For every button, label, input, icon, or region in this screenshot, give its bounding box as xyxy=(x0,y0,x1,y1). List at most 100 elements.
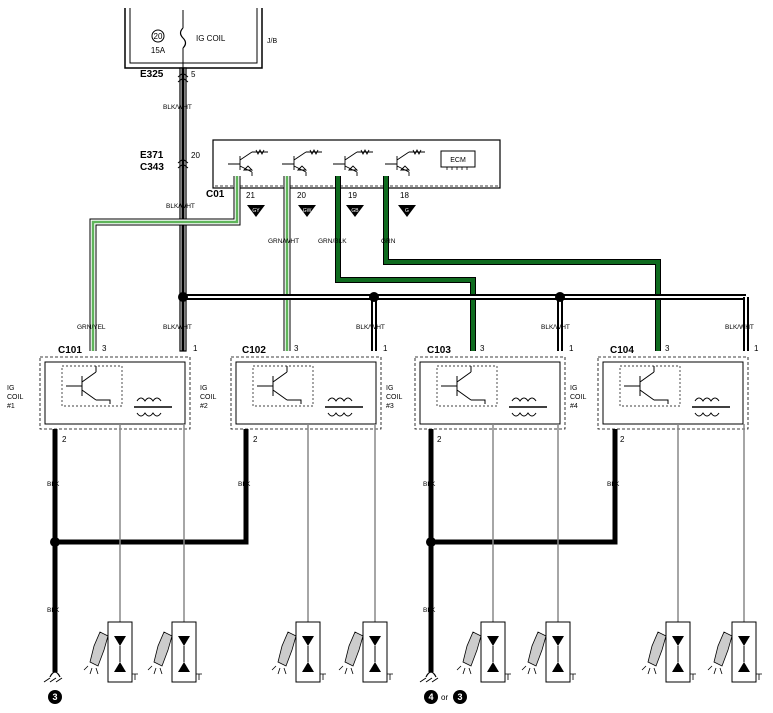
ignition-coil-1 xyxy=(39,356,191,430)
coil1-sub: COIL xyxy=(7,394,23,401)
fuse-name: IG COIL xyxy=(196,34,226,43)
wire-label-ground-5: BLK xyxy=(47,607,60,614)
coil1-pin-signal: 3 xyxy=(102,344,107,353)
ground-ref-or: or xyxy=(441,693,448,702)
power-bus xyxy=(178,292,749,351)
wire-label-ground-6: BLK xyxy=(423,607,436,614)
connector-c01: C01 xyxy=(206,189,225,200)
signal-wire-coil-1 xyxy=(89,176,241,351)
spark-plug-2 xyxy=(147,621,202,683)
ground-ref-right-a: 4 xyxy=(428,692,433,702)
coil4-pin-signal: 3 xyxy=(665,344,670,353)
connector-c102: C102 xyxy=(242,345,266,356)
spark-plug-leads xyxy=(119,424,745,622)
coil1-pin-power: 1 xyxy=(193,344,198,353)
coil4-pin-power: 1 xyxy=(754,344,759,353)
fuse-rating: 15A xyxy=(151,46,166,55)
ignition-coil-3 xyxy=(414,356,566,430)
spark-plug-icon xyxy=(713,631,733,667)
wire-label-coil4-feed: BLK/WHT xyxy=(725,324,754,331)
connector-e371: E371 xyxy=(140,150,164,161)
coil4-name: IG xyxy=(570,385,577,392)
ignition-coil-2 xyxy=(230,356,382,430)
ground-ref-left: 3 xyxy=(52,692,57,702)
connector-e325: E325 xyxy=(140,69,164,80)
ground-ref-left-icon xyxy=(48,690,62,704)
connector-c343: C343 xyxy=(140,162,164,173)
ecm-driver-4-icon xyxy=(385,148,425,176)
coil2-pin-power: 1 xyxy=(383,344,388,353)
spark-plug-1 xyxy=(83,621,138,683)
coil4-sub: COIL xyxy=(570,394,586,401)
coil-winding-icon xyxy=(694,397,720,417)
ecm-chip-icon xyxy=(440,150,476,168)
coil-winding-icon xyxy=(136,397,162,417)
coil2-pin-ground: 2 xyxy=(253,435,258,444)
ecm-driver-2-icon xyxy=(282,148,322,176)
transistor-icon xyxy=(257,366,302,404)
coil3-sub: COIL xyxy=(386,394,402,401)
wire-label-ground-1: BLK xyxy=(47,481,60,488)
spark-plug-icon xyxy=(527,631,547,667)
main-feed-wire xyxy=(177,10,189,352)
ecm-driver-1-icon xyxy=(228,148,268,176)
spark-plug-icon xyxy=(277,631,297,667)
ecm-pin-20: 20 xyxy=(297,191,306,200)
coil3-pin-power: 1 xyxy=(569,344,574,353)
ecm-module: ECM xyxy=(212,139,501,189)
transistor-icon xyxy=(624,366,669,404)
spark-plug-icon xyxy=(89,631,109,667)
ground-ref-right-b: 3 xyxy=(457,692,462,702)
coil2-num: #2 xyxy=(200,403,208,410)
ground-ref-right-b-icon xyxy=(453,690,467,704)
wire-label-main-feed-2: BLK/WHT xyxy=(166,203,195,210)
spark-plug-5 xyxy=(456,621,511,683)
coil3-name: IG xyxy=(386,385,393,392)
ecm-tag-gy: GY xyxy=(252,208,260,214)
ecm-pin-19: 19 xyxy=(348,191,357,200)
coil3-num: #3 xyxy=(386,403,394,410)
spark-plug-4 xyxy=(338,621,393,683)
signal-wire-coil-3 xyxy=(335,176,476,351)
coil-winding-icon xyxy=(327,397,353,417)
connector-c104: C104 xyxy=(610,345,634,356)
spark-plug-icon xyxy=(647,631,667,667)
ignition-coil-4 xyxy=(597,356,749,430)
transistor-icon xyxy=(66,366,111,404)
signal-wire-coil-4 xyxy=(383,176,661,351)
spark-plug-7 xyxy=(641,621,696,683)
junction-box-label: J/B xyxy=(267,38,277,45)
ecm-pin-18: 18 xyxy=(400,191,409,200)
spark-plug-icon xyxy=(344,631,364,667)
wire-label-ground-3: BLK xyxy=(423,481,436,488)
spark-plug-6 xyxy=(521,621,576,683)
wire-label-coil-1: GRN/YEL xyxy=(77,324,106,331)
wire-label-coil-3: GRN/BLK xyxy=(318,238,347,245)
coil-winding-icon xyxy=(511,397,537,417)
coil1-name: IG xyxy=(7,385,14,392)
ecm-label: ECM xyxy=(450,157,466,164)
connector-e371-pin: 20 xyxy=(191,151,200,160)
spark-plug-3 xyxy=(271,621,326,683)
junction-box: 20 15A IG COIL J/B xyxy=(124,8,277,69)
fuse-icon xyxy=(179,27,187,49)
ecm-tag-g: G xyxy=(405,208,409,214)
ground-ref-right-a-icon xyxy=(424,690,438,704)
spark-plug-8 xyxy=(707,621,762,683)
wire-label-ground-4: BLK xyxy=(607,481,620,488)
coil4-pin-ground: 2 xyxy=(620,435,625,444)
coil4-num: #4 xyxy=(570,403,578,410)
wire-label-coil1-feed: BLK/WHT xyxy=(163,324,192,331)
coil2-pin-signal: 3 xyxy=(294,344,299,353)
spark-plug-icon xyxy=(462,631,482,667)
coil3-pin-signal: 3 xyxy=(480,344,485,353)
ecm-tag-gb: GB xyxy=(351,208,359,214)
wire-label-coil3-feed: BLK/WHT xyxy=(541,324,570,331)
spark-plug-icon xyxy=(153,631,173,667)
coil3-pin-ground: 2 xyxy=(437,435,442,444)
fuse-number: 20 xyxy=(154,32,163,41)
connector-c101: C101 xyxy=(58,345,82,356)
coil2-sub: COIL xyxy=(200,394,216,401)
ecm-tag-gw: GW xyxy=(303,208,312,214)
